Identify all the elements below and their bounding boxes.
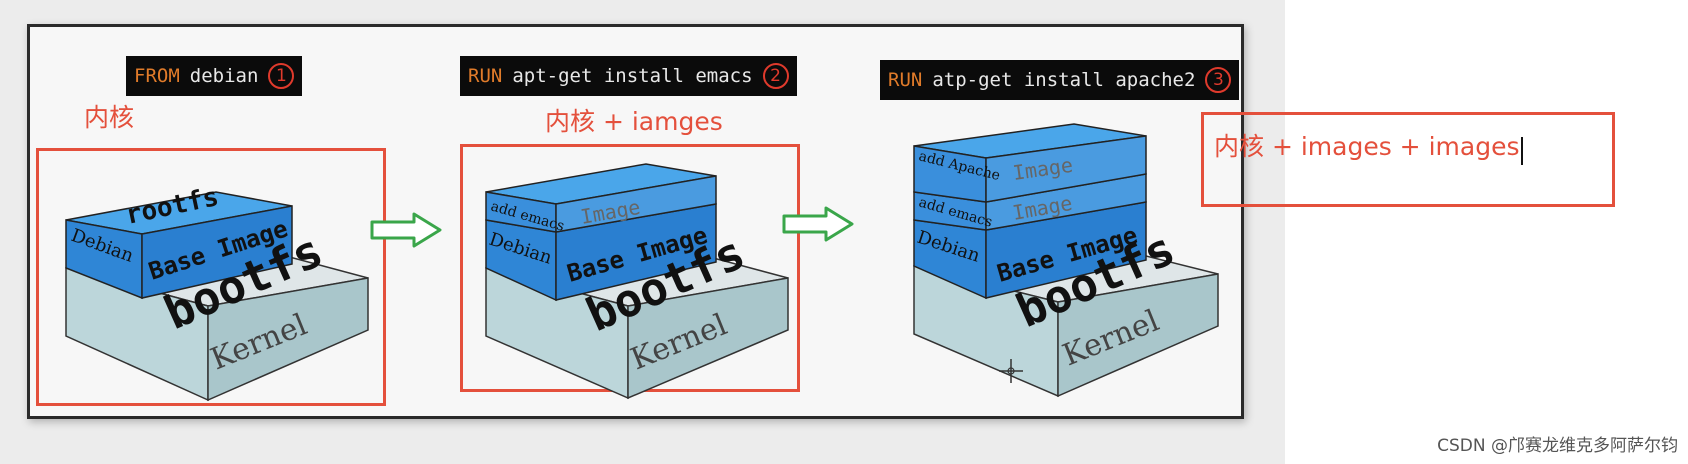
image-layer-right — [555, 175, 717, 233]
annotation-stage-3: 内核 + images + images — [1214, 132, 1520, 161]
kernel-layer-right — [1057, 273, 1219, 398]
highlight-box-stage-1 — [36, 148, 386, 406]
command-1-text: debian — [189, 65, 259, 87]
layer-stack-1: Kernel Debian rootfs Base Image bootfs — [65, 182, 369, 402]
kernel-layer-right — [627, 277, 789, 400]
command-3: RUN atp-get install apache2 3 — [880, 60, 1240, 100]
annotation-stage-2: 内核 + iamges — [545, 107, 723, 136]
command-3-text: atp-get install apache2 — [932, 69, 1196, 91]
command-3-keyword: RUN — [888, 69, 923, 91]
command-1: FROM debian 1 — [126, 56, 303, 96]
command-1-keyword: FROM — [134, 65, 180, 87]
kernel-layer-right — [207, 277, 369, 402]
command-2-text: apt-get install emacs — [512, 65, 753, 87]
watermark: CSDN @邝赛龙维克多阿萨尔钧 — [1437, 436, 1678, 456]
command-3-number: 3 — [1205, 67, 1232, 93]
command-1-number: 1 — [268, 63, 295, 89]
crosshair-cursor-icon — [999, 359, 1023, 383]
arrow-right-icon — [782, 206, 854, 242]
command-2-keyword: RUN — [468, 65, 503, 87]
annotation-stage-1: 内核 — [84, 103, 135, 132]
layer-stack-3: Kernel add Apache Image add emacs Image … — [913, 123, 1219, 398]
arrow-right-icon — [370, 212, 442, 248]
command-2: RUN apt-get install emacs 2 — [460, 56, 797, 96]
image-layer-right — [985, 135, 1147, 203]
command-2-number: 2 — [762, 63, 789, 89]
layer-stack-2: Kernel add emacs Image Debian Base Image… — [485, 163, 789, 400]
base-image-right — [141, 205, 293, 299]
annotation-text-box[interactable]: 内核 + images + images — [1201, 112, 1615, 207]
text-caret — [1521, 136, 1524, 165]
